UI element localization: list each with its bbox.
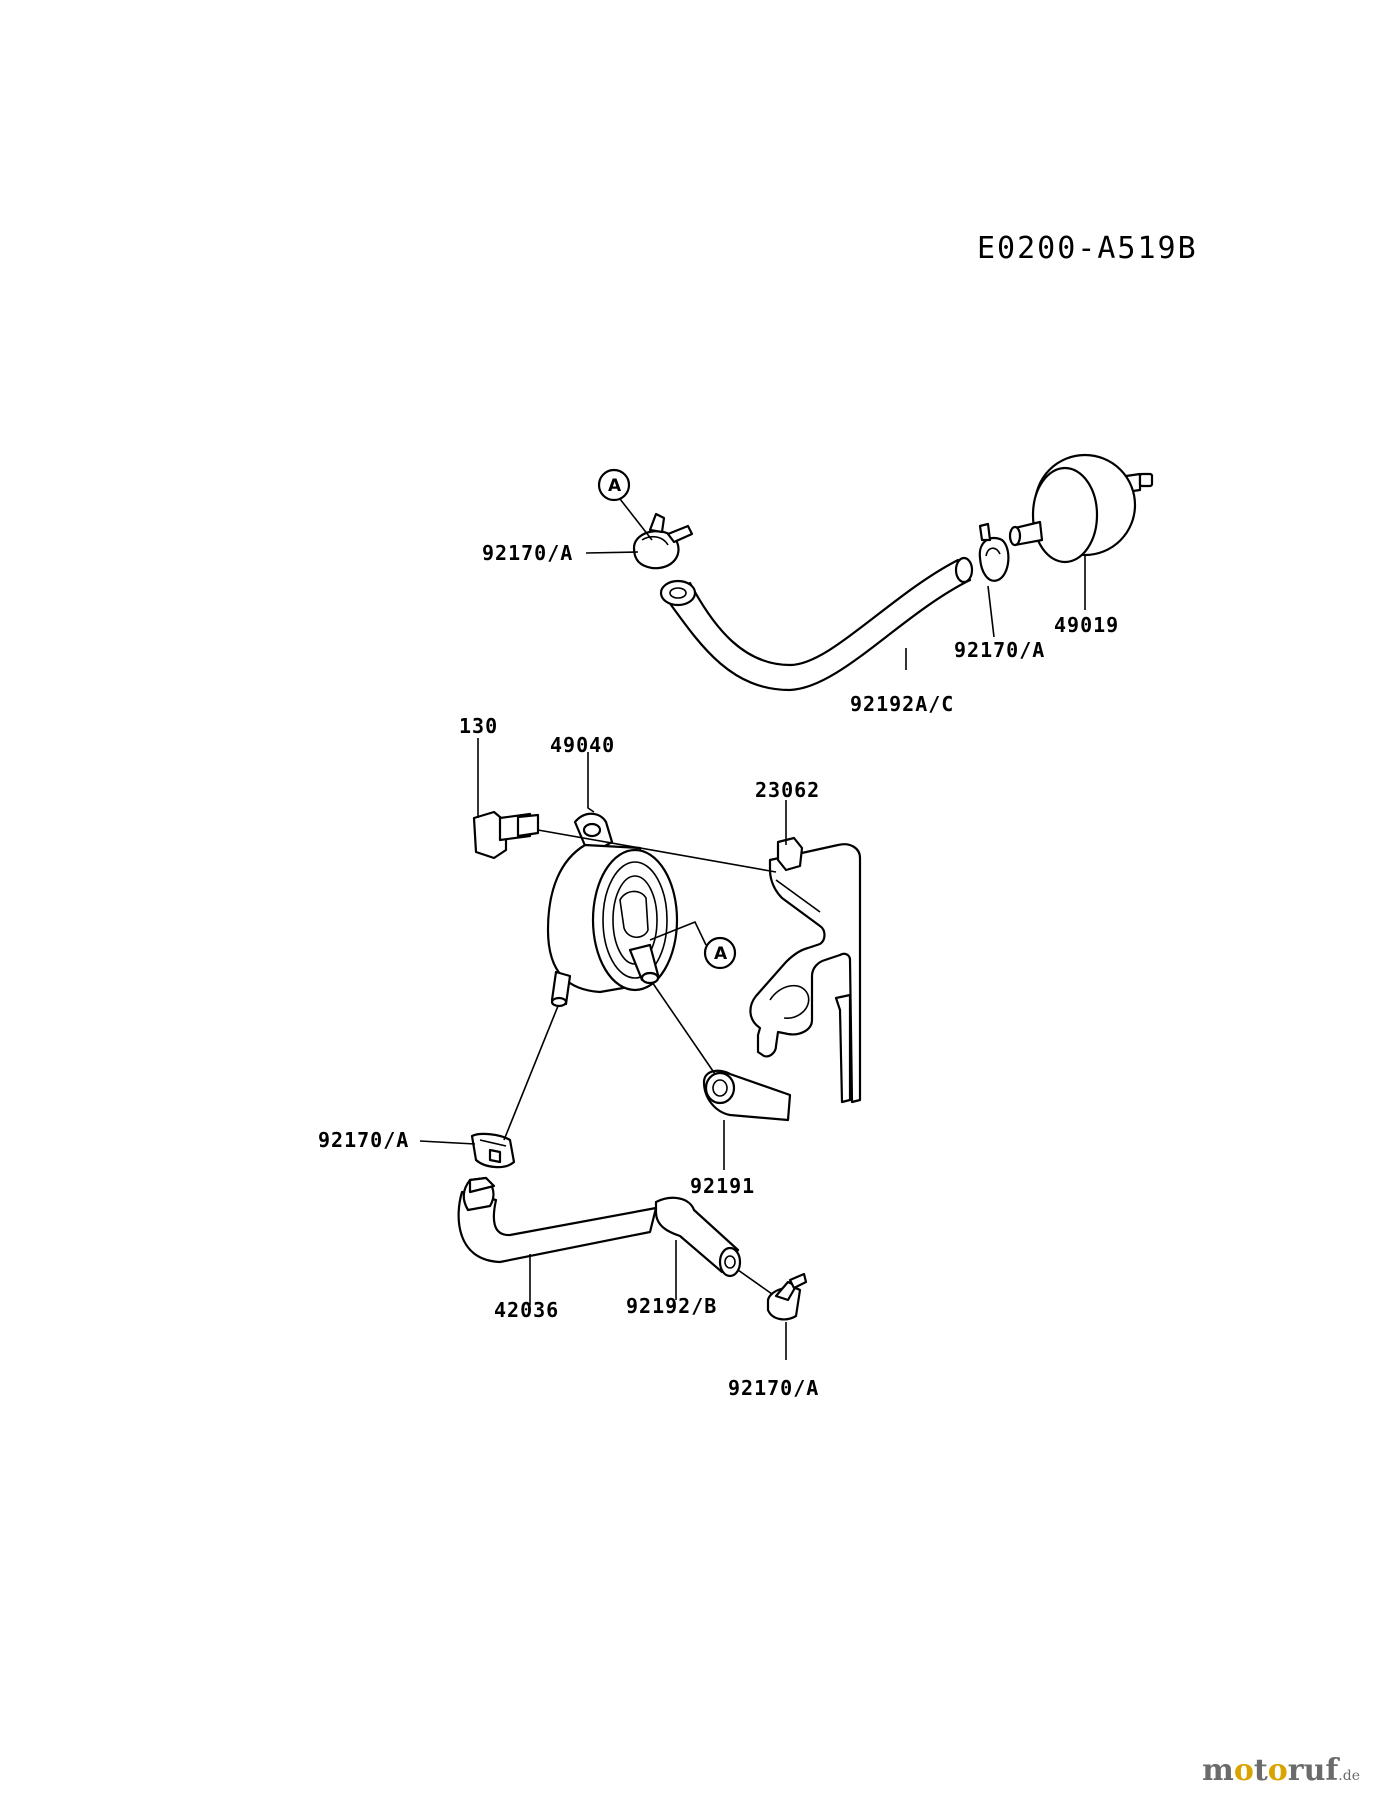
ref-marker-a-top: A bbox=[597, 468, 653, 541]
svg-text:A: A bbox=[714, 944, 728, 964]
svg-text:A: A bbox=[608, 476, 622, 496]
label-92170a-mid-left: 92170/A bbox=[318, 1128, 409, 1152]
label-92192ac: 92192A/C bbox=[850, 692, 954, 716]
fuel-filter-part[interactable] bbox=[1008, 453, 1154, 564]
hose-clamp-top-left-part[interactable] bbox=[632, 512, 694, 570]
label-49040: 49040 bbox=[550, 733, 615, 757]
fuel-hose-lower-right-part[interactable] bbox=[654, 1196, 742, 1278]
label-92192b: 92192/B bbox=[626, 1294, 717, 1318]
watermark-logo: motoruf.de bbox=[1202, 1753, 1360, 1788]
fuel-hose-upper-part[interactable] bbox=[659, 556, 974, 692]
bracket-part[interactable] bbox=[749, 836, 862, 1104]
label-92170a-top-right: 92170/A bbox=[954, 638, 1045, 662]
fuel-hose-lower-left-part[interactable] bbox=[457, 1176, 658, 1264]
hose-clamp-top-right-part[interactable] bbox=[978, 522, 1010, 582]
diagram-code: E0200-A519B bbox=[977, 231, 1198, 266]
label-92191: 92191 bbox=[690, 1174, 755, 1198]
label-92170a-bottom: 92170/A bbox=[728, 1376, 819, 1400]
label-42036: 42036 bbox=[494, 1298, 559, 1322]
label-49019: 49019 bbox=[1054, 613, 1119, 637]
cap-part[interactable] bbox=[702, 1069, 792, 1122]
hose-clamp-bottom-part[interactable] bbox=[766, 1272, 808, 1321]
fuel-pump-part[interactable] bbox=[546, 812, 679, 1008]
hose-clamp-mid-left-part[interactable] bbox=[470, 1132, 516, 1169]
label-92170a-top-left: 92170/A bbox=[482, 541, 573, 565]
label-130: 130 bbox=[459, 714, 498, 738]
label-23062: 23062 bbox=[755, 778, 820, 802]
bolt-part[interactable] bbox=[472, 810, 540, 860]
ref-marker-a-mid: A bbox=[649, 920, 737, 970]
